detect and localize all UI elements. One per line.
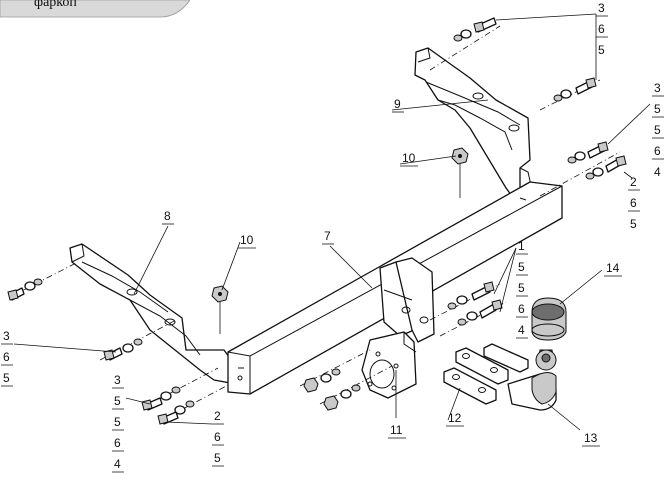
mounting-plate-part-12 (443, 343, 529, 405)
leader-lines (13, 13, 651, 431)
left-bracket-part-8 (69, 243, 241, 385)
callout-stack-bottom-left: 3 5 5 6 4 (112, 373, 124, 473)
callout-top-right-3: 5 (598, 43, 605, 57)
nut-part-10-left (211, 285, 229, 334)
callout-bottom-left-1: 3 (114, 373, 121, 387)
part-number-labels: 7 8 9 10 10 11 12 13 14 (162, 97, 622, 447)
section-tab-shape (0, 0, 191, 18)
ball-cap-part-14 (531, 297, 567, 341)
section-tab: фаркоп (0, 0, 191, 18)
fastener-right-mid (539, 141, 627, 197)
callout-stack-left: 3 6 5 (1, 329, 13, 387)
callout-stack-right-lower: 2 6 5 (628, 175, 640, 231)
tow-ball-neck-part-13 (507, 349, 557, 411)
callout-bottom-left-3: 5 (114, 415, 121, 429)
socket-plate-part-11 (361, 331, 417, 399)
callout-left-3: 5 (3, 371, 10, 385)
callout-right-upper-5: 4 (654, 165, 661, 179)
label-part-8: 8 (164, 209, 171, 223)
label-part-11: 11 (390, 423, 403, 437)
callout-bottom-left-5: 4 (114, 457, 121, 471)
callout-bottom-mid-3: 5 (214, 451, 221, 465)
label-part-10-left: 10 (240, 233, 254, 247)
callout-bottom-left-4: 6 (114, 436, 121, 450)
callout-bottom-mid-2: 6 (214, 430, 221, 444)
callout-left-1: 3 (3, 329, 10, 343)
callout-stack-center: 1 5 5 6 4 (516, 239, 528, 339)
callout-right-lower-2: 6 (630, 196, 637, 210)
fastener-left (7, 261, 177, 361)
callout-right-upper-2: 5 (654, 102, 661, 116)
fastener-top-right (429, 17, 601, 111)
callout-right-upper-1: 3 (654, 81, 661, 95)
callout-stack-right-upper: 3 5 5 6 4 (652, 81, 664, 179)
callout-center-5: 4 (518, 323, 525, 337)
fasteners (7, 17, 627, 425)
callout-right-upper-4: 6 (654, 144, 661, 158)
fastener-bottom-middle (299, 349, 393, 411)
callout-center-2: 5 (518, 260, 525, 274)
callout-center-3: 5 (518, 281, 525, 295)
callout-bottom-left-2: 5 (114, 394, 121, 408)
callout-top-right-2: 6 (598, 22, 605, 36)
label-part-10-top: 10 (402, 151, 416, 165)
label-part-9: 9 (394, 97, 401, 111)
callout-right-lower-3: 5 (630, 217, 637, 231)
label-part-7: 7 (324, 229, 331, 243)
label-part-12: 12 (448, 411, 462, 425)
label-part-14: 14 (606, 261, 620, 275)
callout-top-right-1: 3 (598, 1, 605, 15)
callout-center-4: 6 (518, 302, 525, 316)
callout-right-upper-3: 5 (654, 123, 661, 137)
fastener-center (429, 281, 507, 337)
section-tab-label: фаркоп (34, 0, 77, 10)
main-crossbar-part-7 (227, 181, 563, 395)
right-bracket-part-9 (414, 47, 533, 197)
callout-left-2: 6 (3, 350, 10, 364)
callout-center-1: 1 (518, 239, 525, 253)
callout-stack-bottom-mid: 2 6 5 (212, 409, 224, 467)
nut-part-10-top (451, 147, 469, 198)
label-part-13: 13 (584, 431, 598, 445)
callout-bottom-mid-1: 2 (214, 409, 221, 423)
callout-right-lower-1: 2 (630, 175, 637, 189)
callout-stack-top-right: 3 6 5 (596, 1, 608, 57)
